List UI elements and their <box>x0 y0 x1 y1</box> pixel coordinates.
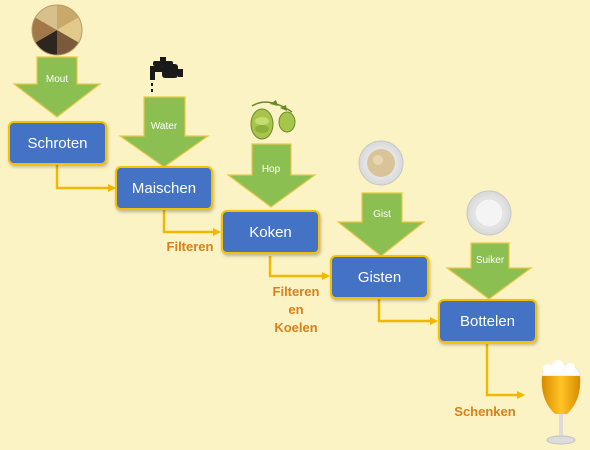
malt-grains-icon <box>31 4 83 56</box>
suiker-label: Suiker <box>475 255 505 266</box>
process-filteren-koelen-line2: en <box>288 302 304 317</box>
hops-icon <box>250 100 296 140</box>
process-filteren: Filteren <box>166 239 214 254</box>
sugar-bowl-icon <box>466 190 512 236</box>
gist-input-arrow <box>336 192 426 257</box>
flow-arrow-koken-gisten <box>268 256 330 280</box>
process-filteren-koelen-line3: Koelen <box>274 320 318 335</box>
step-koken: Koken <box>221 210 320 254</box>
flow-arrow-gisten-bottelen <box>377 299 438 325</box>
process-schenken: Schenken <box>454 404 516 419</box>
mout-input-arrow <box>12 56 102 118</box>
hop-input-arrow <box>226 143 317 208</box>
gist-label: Gist <box>373 209 391 220</box>
step-schroten: Schroten <box>8 121 107 165</box>
step-bottelen: Bottelen <box>438 299 537 343</box>
hop-label: Hop <box>261 164 281 175</box>
suiker-input-arrow <box>445 242 533 300</box>
water-tap-icon <box>150 57 183 92</box>
flow-arrow-maischen-koken <box>162 210 221 236</box>
flow-arrow-bottelen-schenken <box>485 344 525 399</box>
water-label: Water <box>150 121 178 132</box>
flow-arrow-schroten-maischen <box>55 165 116 192</box>
yeast-bowl-icon <box>358 140 404 186</box>
process-filteren-koelen-line1: Filteren <box>272 284 320 299</box>
mout-label: Mout <box>45 74 69 85</box>
step-maischen: Maischen <box>115 166 213 210</box>
water-input-arrow <box>118 96 210 168</box>
step-gisten: Gisten <box>330 255 429 299</box>
beer-glass-icon <box>541 360 581 445</box>
